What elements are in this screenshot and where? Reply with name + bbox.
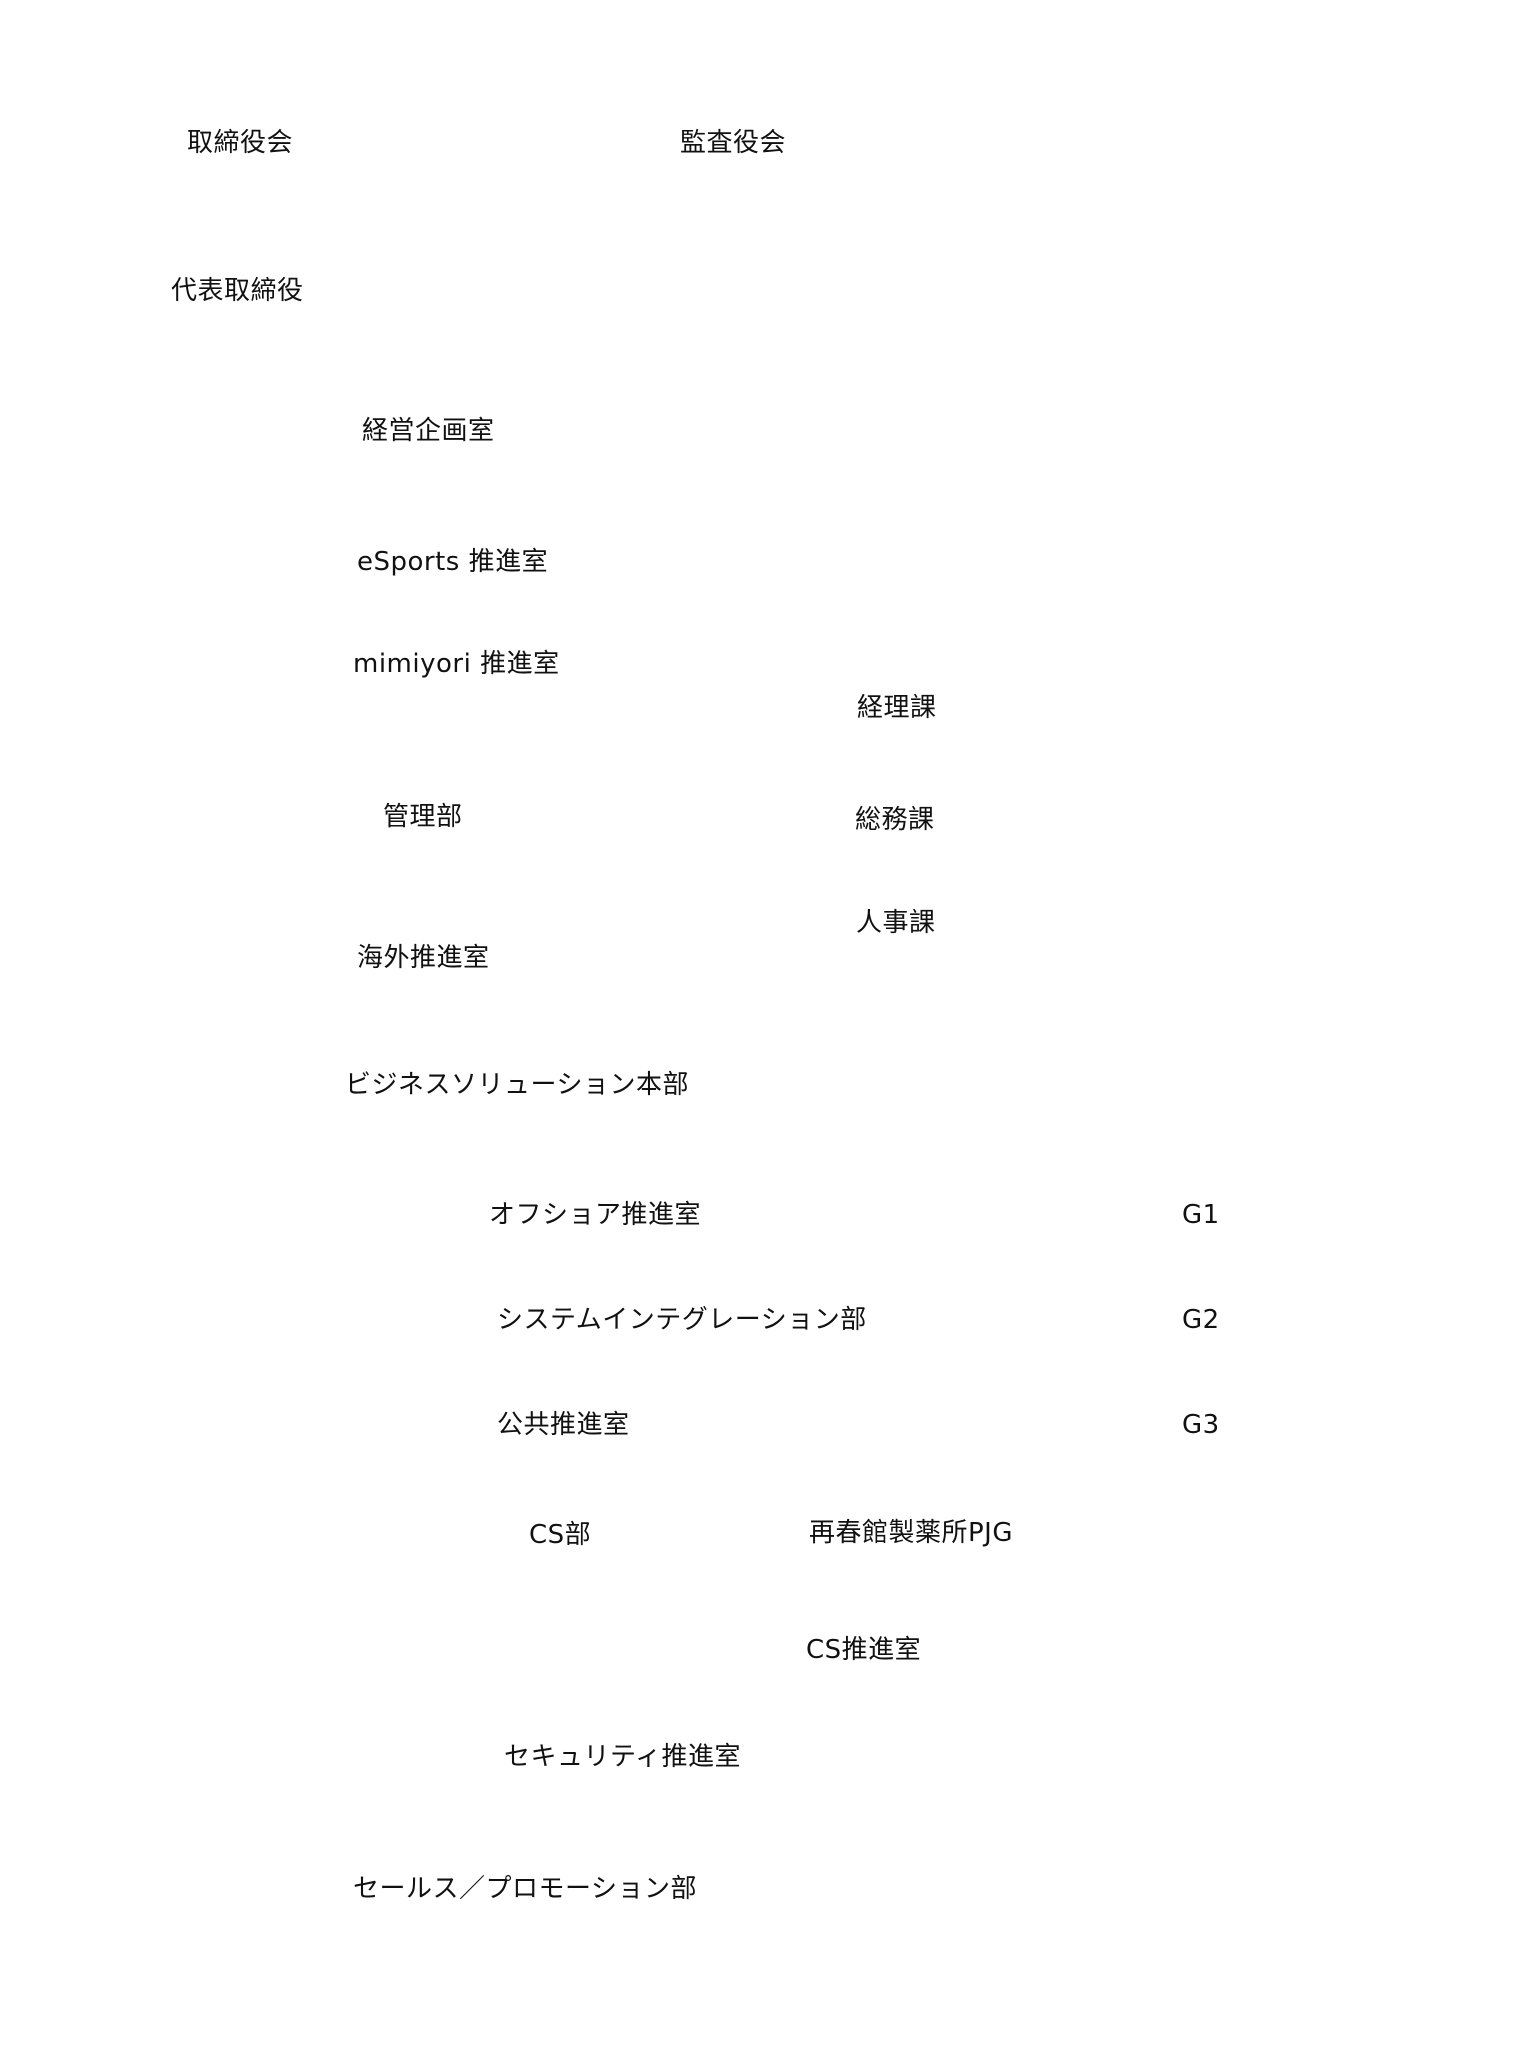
node-public-sector: 公共推進室	[497, 1410, 630, 1440]
node-corporate-planning: 経営企画室	[362, 416, 495, 446]
node-mimiyori: mimiyori 推進室	[353, 649, 560, 679]
node-overseas: 海外推進室	[357, 943, 490, 973]
node-ceo: 代表取締役	[171, 276, 304, 306]
node-human-resources: 人事課	[856, 908, 936, 938]
node-cs-promotion: CS推進室	[806, 1635, 922, 1665]
node-security: セキュリティ推進室	[504, 1742, 741, 1772]
node-administration: 管理部	[383, 802, 463, 832]
node-cs-dept: CS部	[529, 1520, 592, 1550]
node-offshore: オフショア推進室	[489, 1200, 702, 1230]
node-general-affairs: 総務課	[855, 805, 935, 835]
node-g1: G1	[1182, 1200, 1220, 1230]
node-sales-promotion: セールス／プロモーション部	[353, 1874, 697, 1904]
node-accounting: 経理課	[857, 693, 937, 723]
node-system-integration: システムインテグレーション部	[497, 1305, 867, 1335]
node-saishunkan-pjg: 再春館製薬所PJG	[809, 1518, 1013, 1548]
node-board-of-directors: 取締役会	[187, 128, 294, 158]
node-g2: G2	[1182, 1305, 1220, 1335]
node-business-solutions: ビジネスソリューション本部	[345, 1070, 689, 1100]
node-audit-board: 監査役会	[680, 128, 787, 158]
node-g3: G3	[1182, 1410, 1220, 1440]
node-esports: eSports 推進室	[357, 547, 549, 577]
